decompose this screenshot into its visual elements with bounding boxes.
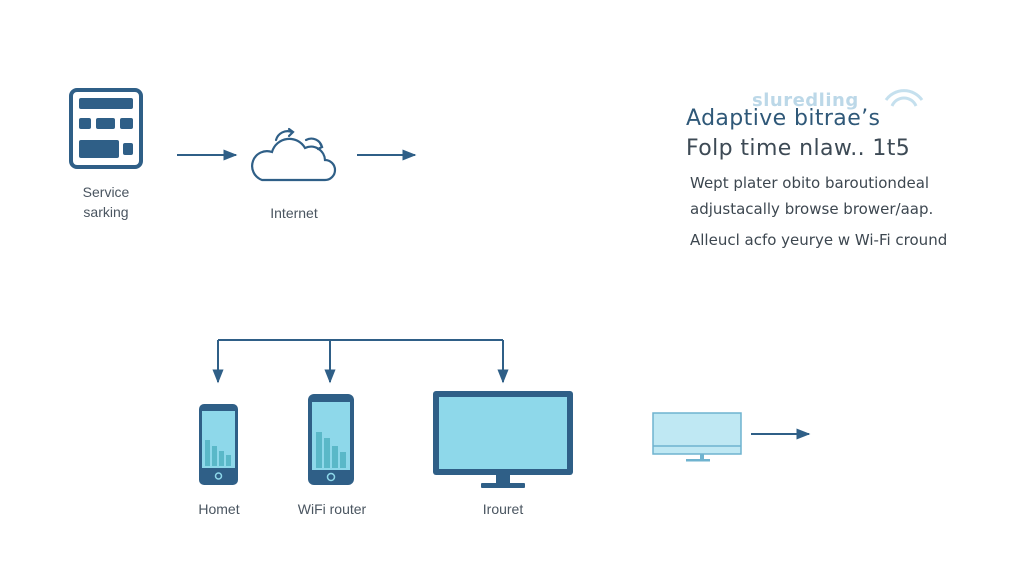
panel-heading: Adaptive bitrae’s bbox=[686, 106, 881, 131]
watermark-text: sluredling bbox=[752, 90, 859, 111]
smartphone-icon bbox=[199, 404, 238, 485]
internet-label: Internet bbox=[270, 205, 318, 221]
monitor-label: Irouret bbox=[482, 501, 524, 517]
wifi-icon bbox=[884, 89, 924, 107]
monitor-icon bbox=[433, 391, 573, 488]
cloud-sync-icon bbox=[251, 127, 337, 182]
distribution-lines bbox=[212, 339, 509, 384]
server-rack-icon bbox=[69, 88, 143, 169]
panel-line-1: Wept plater obito baroutiondeal bbox=[690, 174, 930, 192]
panel-subheading: Folp time nlaw.. 1t5 bbox=[686, 136, 911, 161]
panel-line-3: Alleucl acfo yeurye w Wi-Fi cround bbox=[690, 231, 948, 249]
smartphone-icon bbox=[308, 394, 354, 485]
tv-icon bbox=[652, 412, 742, 462]
panel-line-2: adjustacally browse brower/aap. bbox=[690, 200, 934, 218]
server-label: Service sarking bbox=[82, 184, 130, 220]
router-label: WiFi router bbox=[297, 501, 367, 517]
home-label: Homet bbox=[198, 501, 240, 517]
